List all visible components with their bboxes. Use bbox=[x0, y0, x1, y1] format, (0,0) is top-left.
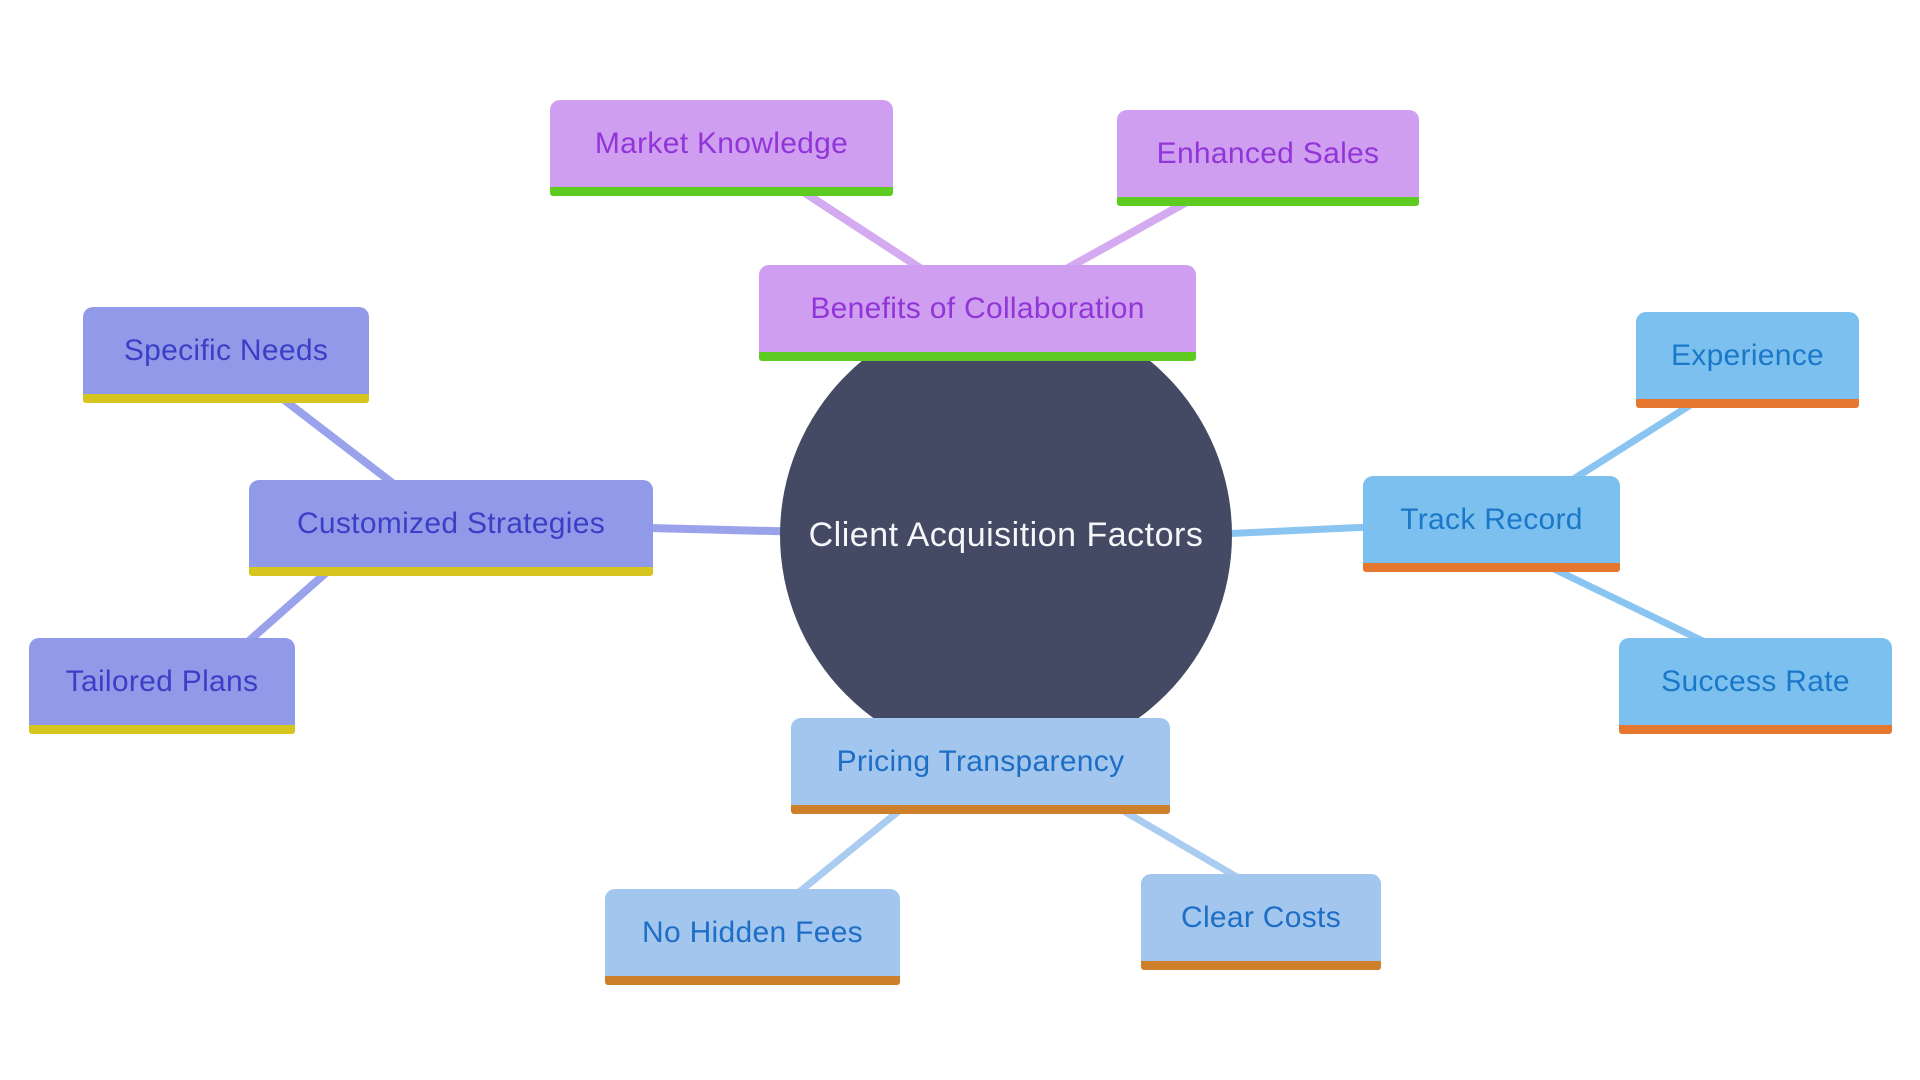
connector-experience bbox=[1568, 400, 1696, 484]
connector-enhanced-sales bbox=[1064, 199, 1189, 272]
connector-success-rate bbox=[1548, 564, 1711, 647]
connector-clear-costs bbox=[1118, 806, 1246, 884]
node-customized-strategies: Customized Strategies bbox=[249, 480, 653, 576]
center-node-client-acquisition-factors: Client Acquisition Factors bbox=[780, 309, 1232, 761]
center-node-label: Client Acquisition Factors bbox=[808, 515, 1204, 554]
node-enhanced-sales: Enhanced Sales bbox=[1117, 110, 1419, 206]
connector-no-hidden-fees bbox=[794, 806, 904, 897]
node-experience: Experience bbox=[1636, 312, 1859, 408]
node-no-hidden-fees: No Hidden Fees bbox=[605, 889, 900, 985]
node-clear-costs: Clear Costs bbox=[1141, 874, 1381, 970]
node-success-rate: Success Rate bbox=[1619, 638, 1892, 734]
connector-specific-needs bbox=[279, 395, 399, 489]
node-tailored-plans: Tailored Plans bbox=[29, 638, 295, 734]
node-specific-needs: Specific Needs bbox=[83, 307, 369, 403]
node-track-record: Track Record bbox=[1363, 476, 1620, 572]
node-benefits-of-collaboration: Benefits of Collaboration bbox=[759, 265, 1196, 361]
node-market-knowledge: Market Knowledge bbox=[550, 100, 893, 196]
connector-tailored-plans bbox=[246, 567, 332, 644]
connector-market-knowledge bbox=[801, 189, 924, 272]
connector-track-record bbox=[1216, 523, 1374, 538]
node-pricing-transparency: Pricing Transparency bbox=[791, 718, 1170, 814]
